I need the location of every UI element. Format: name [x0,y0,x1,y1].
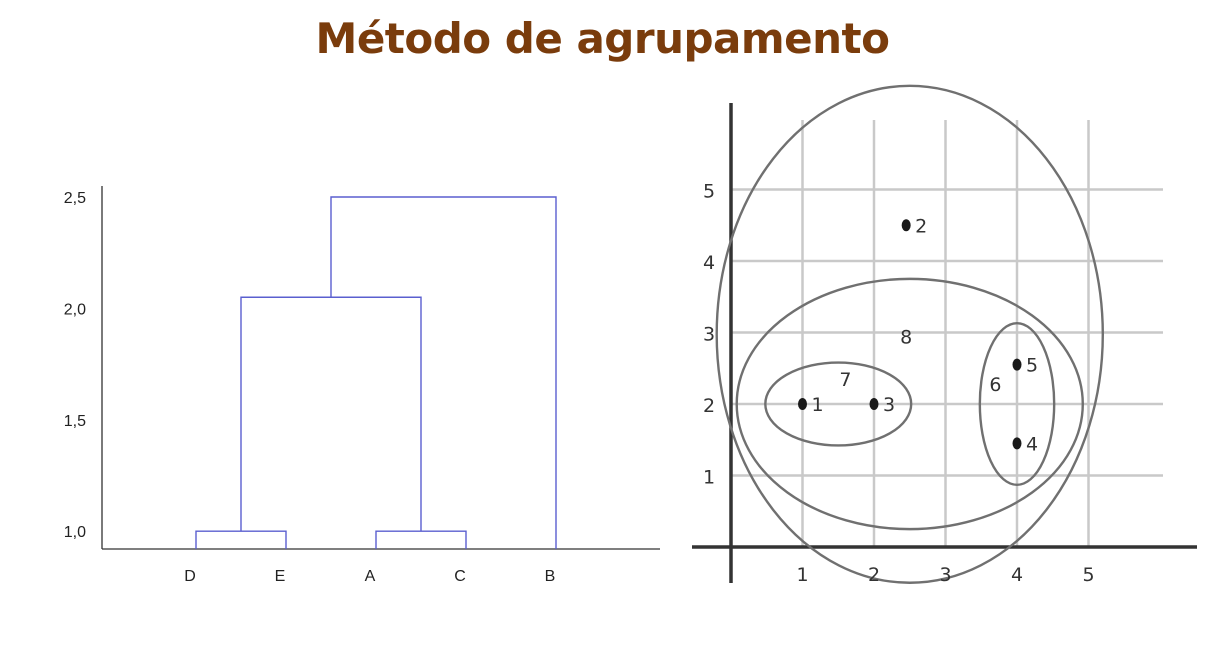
cluster-ellipse [735,277,1084,531]
dendrogram-y-tick-label: 1,0 [64,524,86,541]
scatter-tick-labels: 1 2 3 4 5 1 2 3 4 5 [703,181,1095,587]
scatter-point-label: 2 [915,215,927,237]
scatter-x-tick-label: 1 [796,564,808,586]
dendrogram-leaf-label: E [275,568,286,585]
dendrogram-leaf-label: B [545,568,556,585]
dendrogram-y-tick-label: 2,5 [64,190,86,207]
scatter-point-label: 5 [1026,355,1038,377]
cluster-label: 6 [989,374,1001,396]
dendrogram-y-tick-label: 1,5 [64,413,86,430]
scatter-point [1012,437,1022,450]
dendrogram-leaf-label: A [365,568,376,585]
scatter-x-tick-label: 4 [1011,564,1023,586]
scatter-point [901,219,911,232]
cluster-ellipse [715,84,1105,584]
scatter-point [869,398,879,410]
dendrogram-chart: 1,0 1,5 2,0 2,5 D E A C B [64,186,660,585]
dendrogram-link [195,530,287,549]
scatter-point-label: 4 [1026,433,1038,455]
cluster-label: 7 [839,369,851,391]
scatter-x-tick-label: 5 [1082,564,1094,586]
scatter-clusters: 6 7 8 [715,84,1105,584]
scatter-y-tick-label: 3 [703,324,715,346]
scatter-axes [692,103,1197,583]
dendrogram-link [240,296,422,532]
cluster-label: 8 [900,326,912,348]
dendrogram-y-ticks: 1,0 1,5 2,0 2,5 [64,190,86,541]
dendrogram-link [375,530,467,549]
dendrogram-axes [101,186,660,550]
scatter-y-tick-label: 5 [703,181,715,203]
cluster-ellipse [764,361,913,447]
scatter-points: 1 2 3 4 5 [798,215,1038,455]
scatter-x-tick-label: 2 [868,564,880,586]
scatter-point-label: 3 [883,394,895,416]
scatter-point [798,398,807,410]
dendrogram-leaf-label: C [454,568,466,585]
scatter-point-label: 1 [812,394,824,416]
slide-title: Método de agrupamento [315,14,890,63]
scatter-grid [731,120,1163,547]
dendrogram-y-tick-label: 2,0 [64,301,86,318]
dendrogram-link [330,196,557,549]
scatter-y-tick-label: 4 [703,252,715,274]
scatter-x-tick-label: 3 [939,564,951,586]
dendrogram-leaf-label: D [184,568,196,585]
scatter-point [1012,358,1022,371]
cluster-ellipse [978,322,1056,486]
dendrogram-links [195,196,557,549]
scatter-y-tick-label: 1 [703,467,715,489]
scatter-y-tick-label: 2 [703,395,715,417]
